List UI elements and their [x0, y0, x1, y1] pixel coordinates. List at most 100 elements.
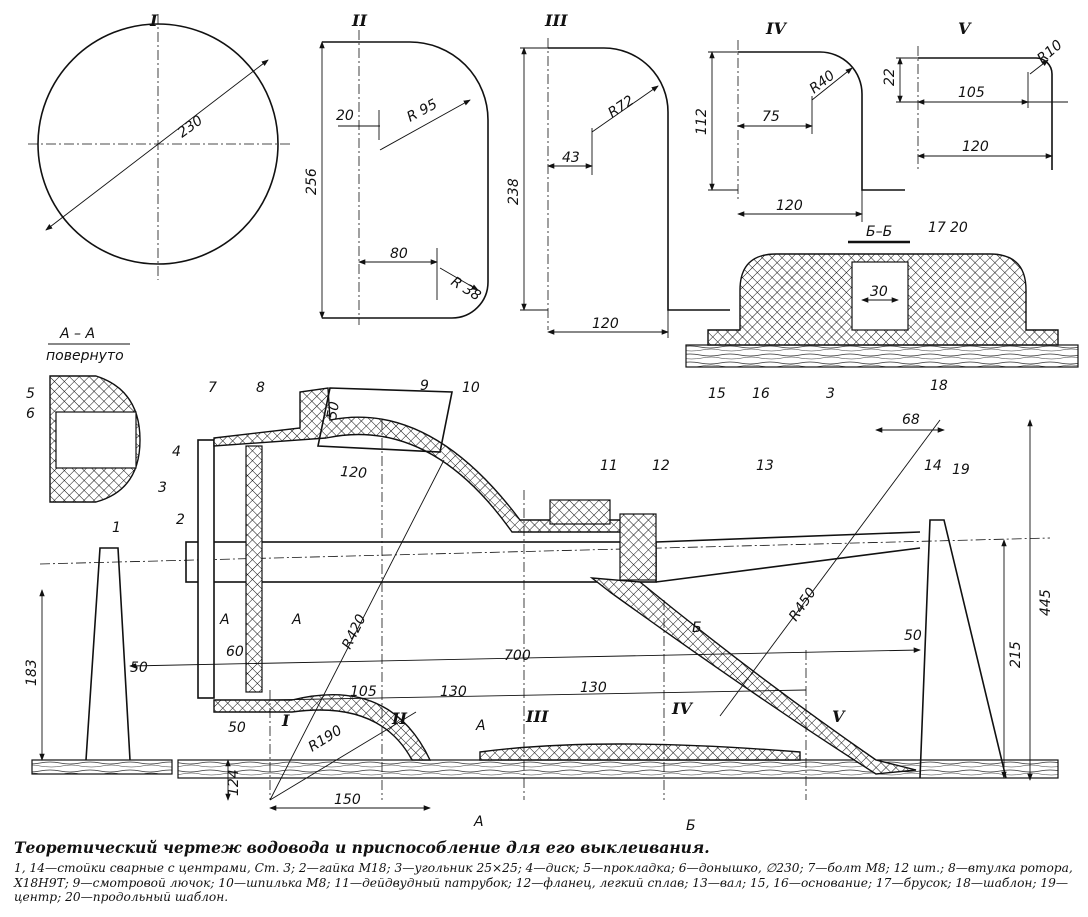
- dim-60: 60: [226, 644, 244, 660]
- view-aa-subtitle: повернуто: [46, 348, 124, 364]
- figure-legend: 1, 14—стойки сварные с центрами, Ст. 3; …: [14, 861, 1073, 904]
- right-stand: [919, 519, 1007, 779]
- section-v-dim-22: 22: [882, 68, 898, 86]
- station-i: I: [281, 711, 290, 730]
- dim-50-left: 50: [130, 660, 148, 676]
- left-base-board: [31, 759, 173, 775]
- section-i: I 230: [28, 11, 290, 280]
- station-v: V: [832, 707, 846, 726]
- section-iv-dim-75: 75: [762, 109, 780, 125]
- dim-105: 105: [350, 684, 377, 700]
- flange-12: [619, 513, 657, 581]
- section-v: V 22 105 R10 120: [882, 19, 1068, 172]
- view-bb-title: Б–Б: [866, 224, 892, 240]
- section-ii-dim-256: 256: [304, 168, 320, 195]
- view-bb: Б–Б 17 20 30 15 16 3 18: [685, 220, 1079, 402]
- part-10-label: 10: [462, 380, 480, 396]
- section-ii: II 256 20 R 95 80 R 38: [304, 11, 489, 325]
- section-ii-label: II: [351, 11, 367, 30]
- dim-r190: R190: [306, 722, 345, 755]
- r450-line: [719, 419, 941, 717]
- part-callouts: 1 2 4 7 8 9 10 11 12 13 14 19: [112, 378, 970, 536]
- main-base-board: [177, 759, 1059, 779]
- dim-50-port: 50: [324, 400, 343, 420]
- part-19-label: 19: [952, 462, 970, 478]
- part-4-label: 4: [172, 444, 181, 460]
- shaft-13: [185, 541, 657, 583]
- main-assembly: [31, 387, 1059, 811]
- part-12-label: 12: [652, 458, 670, 474]
- section-ii-dim-r95: R 95: [404, 96, 440, 125]
- part-14-label: 14: [924, 458, 942, 474]
- section-iv-label: IV: [765, 19, 787, 38]
- dim-r420: R420: [339, 612, 369, 652]
- view-bb-dim-30: 30: [870, 284, 888, 300]
- section-ii-outline: [322, 41, 489, 319]
- dim-50-bottom: 50: [228, 720, 246, 736]
- section-ii-dim-80: 80: [390, 246, 408, 262]
- section-iii-dim-r72: R72: [605, 93, 637, 122]
- section-iv-dim-120: 120: [776, 198, 803, 214]
- section-iii-outline: [548, 47, 730, 311]
- dim-183: 183: [24, 659, 40, 686]
- inspection-port-9: [317, 387, 453, 453]
- section-mark-a-right: А: [291, 612, 302, 628]
- section-v-dim-105: 105: [958, 85, 985, 101]
- part-9-label: 9: [420, 378, 429, 394]
- part-17-bb: 17: [928, 220, 946, 236]
- dim-700: 700: [504, 648, 531, 664]
- dim-445: 445: [1038, 589, 1054, 616]
- disc-4: [197, 439, 215, 699]
- dim-215: 215: [1008, 641, 1024, 668]
- dim-68: 68: [902, 412, 920, 428]
- view-aa: А – А повернуто 5 6 3: [26, 326, 167, 503]
- rotor-bush-8: [245, 445, 263, 693]
- section-mark-a-left: А: [219, 612, 230, 628]
- part-8-label: 8: [256, 380, 265, 396]
- dim-130-b: 130: [580, 680, 607, 696]
- station-ii: II: [391, 709, 407, 728]
- dim-120-port: 120: [340, 464, 368, 482]
- part-3-aa: 3: [158, 480, 167, 496]
- section-iii-label: III: [544, 11, 568, 30]
- section-iv-outline: [738, 51, 905, 191]
- part-11-label: 11: [600, 458, 618, 474]
- section-iii-dim-43: 43: [562, 150, 580, 166]
- part-15-label: 15: [708, 386, 726, 402]
- part-3-bb: 3: [826, 386, 835, 402]
- r190-line: [269, 711, 417, 801]
- dim-130-a: 130: [440, 684, 467, 700]
- section-ii-dim-r38: R 38: [448, 274, 484, 305]
- lower-hull-left: [213, 693, 432, 761]
- part-5-label: 5: [26, 386, 35, 402]
- r420-line: [269, 459, 445, 801]
- section-iii-dim-238: 238: [506, 178, 522, 205]
- part-2-label: 2: [176, 512, 185, 528]
- section-iii-dim-120: 120: [592, 316, 619, 332]
- left-stand: [85, 547, 131, 761]
- section-mark-b-bottom: Б: [686, 818, 696, 834]
- stern-tube-11: [549, 499, 611, 525]
- station-iv: IV: [671, 699, 693, 718]
- part-1-label: 1: [112, 520, 121, 536]
- part-6-label: 6: [26, 406, 35, 422]
- figure-caption: Теоретический чертеж водовода и приспосо…: [14, 838, 1080, 905]
- section-v-dim-r10: R10: [1034, 37, 1065, 67]
- dim-50-right: 50: [904, 628, 922, 644]
- technical-drawing: I 230 II 256 20 R 95 80 R 38 III 238 43: [24, 11, 1079, 834]
- part-16-label: 16: [752, 386, 770, 402]
- part-13-label: 13: [756, 458, 774, 474]
- section-v-label: V: [958, 19, 972, 38]
- part-7-label: 7: [208, 380, 217, 396]
- part-20-bb: 20: [950, 220, 968, 236]
- section-v-dim-120: 120: [962, 139, 989, 155]
- view-bb-base: [685, 344, 1079, 368]
- section-iv-dim-112: 112: [694, 108, 710, 135]
- section-i-dim-diameter: 230: [175, 113, 206, 142]
- view-aa-title: А – А: [59, 326, 95, 342]
- station-marks: I II III IV V А А Б Б А А: [219, 612, 846, 834]
- part-18-label: 18: [930, 378, 948, 394]
- dim-150: 150: [334, 792, 361, 808]
- section-iv: IV 112 75 R40 120: [694, 19, 905, 222]
- section-mark-b-top: Б: [692, 620, 702, 636]
